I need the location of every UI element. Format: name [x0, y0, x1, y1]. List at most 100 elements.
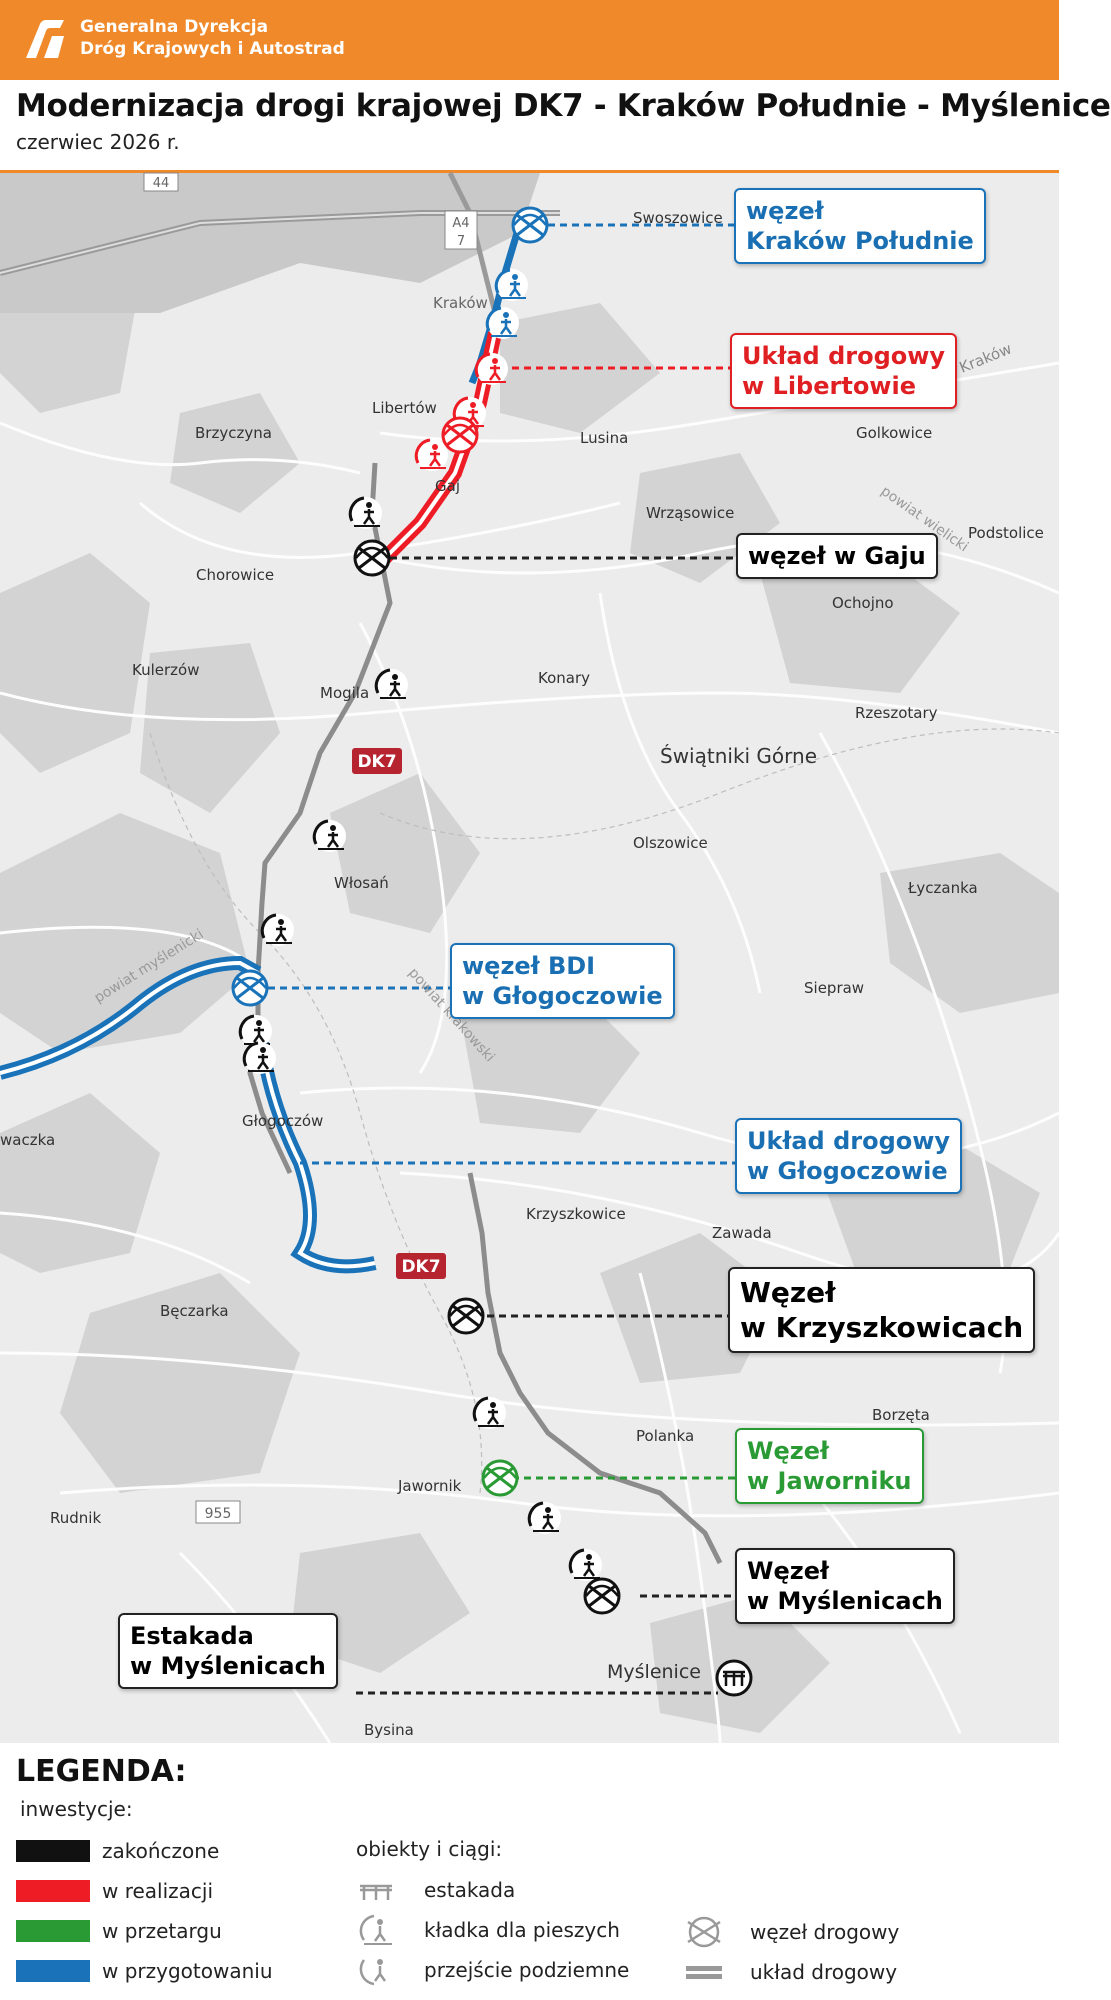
- footbridge-icon: [527, 1500, 563, 1536]
- urban-area: [0, 173, 540, 313]
- admin-boundaries: [149, 728, 1060, 1494]
- road-shield-a4: A4 7: [444, 210, 478, 250]
- underpass-icon: [359, 1959, 387, 1986]
- leader-lines: [268, 223, 740, 1695]
- legend-item-completed: zakończone: [16, 1836, 346, 1866]
- place-label: Swoszowice: [633, 209, 723, 227]
- place-label: Libertów: [372, 399, 437, 417]
- place-label: Głogoczów: [242, 1112, 323, 1130]
- legend-title: LEGENDA:: [16, 1754, 187, 1789]
- legend-label: węzeł drogowy: [750, 1920, 900, 1944]
- page-date: czerwiec 2026 r.: [16, 130, 180, 154]
- place-label: Bysina: [364, 1721, 414, 1739]
- footbridge-icon: [474, 351, 510, 387]
- interchange-icon: [687, 1916, 721, 1948]
- place-label: Bęczarka: [160, 1302, 229, 1320]
- road-layout-icon: [686, 1966, 722, 1979]
- footbridge-icon: [485, 305, 521, 341]
- place-label: Zawada: [712, 1224, 772, 1242]
- callout-krakow-poludnie[interactable]: węzeł Kraków Południe: [734, 188, 986, 264]
- place-label: Świątniki Górne: [660, 744, 817, 768]
- legend-label: estakada: [424, 1878, 516, 1902]
- legend-investments-label: inwestycje:: [20, 1797, 133, 1821]
- interchange-icon: [511, 206, 549, 244]
- svg-text:DK7: DK7: [401, 1257, 440, 1277]
- legend-item-in-tender: w przetargu: [16, 1916, 346, 1946]
- place-label: Myślenice: [607, 1661, 701, 1683]
- callout-myslenice-wezel[interactable]: Węzeł w Myślenicach: [735, 1548, 955, 1624]
- dk7-completed-north: [247, 462, 393, 1175]
- place-label: Podstolice: [968, 524, 1044, 542]
- callout-krzyszkowice[interactable]: Węzeł w Krzyszkowicach: [728, 1267, 1036, 1353]
- interchange-icon: [353, 539, 391, 577]
- interchange-icon: [447, 1297, 485, 1335]
- footbridge-icon: [568, 1547, 604, 1583]
- svg-text:DK7: DK7: [357, 752, 396, 772]
- legend-swatch: [16, 1920, 90, 1942]
- place-label: Rzeszotary: [855, 704, 938, 722]
- footbridge-icon: [374, 667, 410, 703]
- svg-text:A4: A4: [452, 216, 469, 231]
- footbridge-icon: [242, 1040, 278, 1076]
- callout-gaj[interactable]: węzeł w Gaju: [736, 533, 938, 579]
- legend-swatch: [16, 1880, 90, 1902]
- place-label: Kulerzów: [132, 661, 199, 679]
- place-label: Sieprаw: [804, 979, 864, 997]
- road-shield-dk7-south: DK7: [396, 1253, 446, 1279]
- place-label: Lusina: [580, 429, 628, 447]
- footbridge-icon: [414, 437, 450, 473]
- place-label: Kraków: [433, 294, 488, 312]
- place-label: Borzęta: [872, 1406, 930, 1424]
- local-roads: [0, 361, 1061, 1744]
- viaduct-icon: [360, 1884, 392, 1900]
- callout-libertow[interactable]: Układ drogowy w Libertowie: [730, 333, 958, 409]
- legend-label: w przetargu: [102, 1919, 222, 1943]
- legend-label: układ drogowy: [750, 1960, 898, 1984]
- legend-label: zakończone: [102, 1839, 220, 1863]
- footbridge-icon: [494, 267, 530, 303]
- org-line-1: Generalna Dyrekcja: [80, 17, 269, 37]
- legend-item-in-preparation: w przygotowaniu: [16, 1956, 346, 1986]
- place-label: Golkowice: [856, 424, 932, 442]
- place-label: Olszowice: [633, 834, 708, 852]
- road-shield-dk7-north: DK7: [352, 748, 402, 774]
- footbridge-icon: [359, 1914, 392, 1945]
- place-label: Krzyszkowice: [526, 1205, 626, 1223]
- place-label: Konary: [538, 669, 590, 687]
- place-label: Chorowice: [196, 566, 274, 584]
- place-label: Łyczanka: [907, 879, 978, 897]
- place-label: Wrząsowice: [646, 504, 734, 522]
- road-shield-44: 44: [143, 172, 179, 192]
- footbridge-icon: [312, 818, 348, 854]
- page-title: Modernizacja drogi krajowej DK7 - Kraków…: [16, 88, 1111, 124]
- road-shield-955: 955: [195, 1500, 241, 1524]
- place-label: Rudnik: [50, 1509, 101, 1527]
- interchange-icon: [583, 1577, 621, 1615]
- org-line-2: Dróg Krajowych i Autostrad: [80, 39, 345, 59]
- callout-jawornik[interactable]: Węzeł w Jaworniku: [735, 1428, 924, 1504]
- place-label: waczka: [0, 1131, 55, 1149]
- legend-label: przejście podziemne: [424, 1958, 630, 1982]
- place-label: Mogila: [320, 684, 369, 702]
- footbridge-icon: [348, 495, 384, 531]
- callout-bdi-glogoczow[interactable]: węzeł BDI w Głogoczowie: [450, 943, 675, 1019]
- place-label: Brzyczyna: [195, 424, 272, 442]
- footbridge-icon: [472, 1395, 508, 1431]
- legend-label: w realizacji: [102, 1879, 214, 1903]
- place-label: Ochojno: [832, 594, 894, 612]
- callout-uklad-glogoczow[interactable]: Układ drogowy w Głogoczowie: [735, 1118, 963, 1194]
- map-area[interactable]: Swoszowice Kraków Libertów Brzyczyna Lus…: [0, 170, 1061, 1744]
- legend-swatch: [16, 1960, 90, 1982]
- place-label: Jawornik: [397, 1477, 462, 1495]
- place-label: Gaj: [435, 477, 460, 495]
- place-label: Polanka: [636, 1427, 694, 1445]
- svg-text:44: 44: [153, 176, 170, 191]
- gddkia-logo-icon: [26, 20, 64, 58]
- footbridge-icon: [260, 912, 296, 948]
- legend-swatch: [16, 1840, 90, 1862]
- interchange-icon: [441, 416, 479, 454]
- legend-item-in-realization: w realizacji: [16, 1876, 346, 1906]
- callout-estakada-myslenice[interactable]: Estakada w Myślenicach: [118, 1613, 338, 1689]
- place-label: Włosań: [334, 874, 389, 892]
- interchange-icon: [231, 969, 269, 1007]
